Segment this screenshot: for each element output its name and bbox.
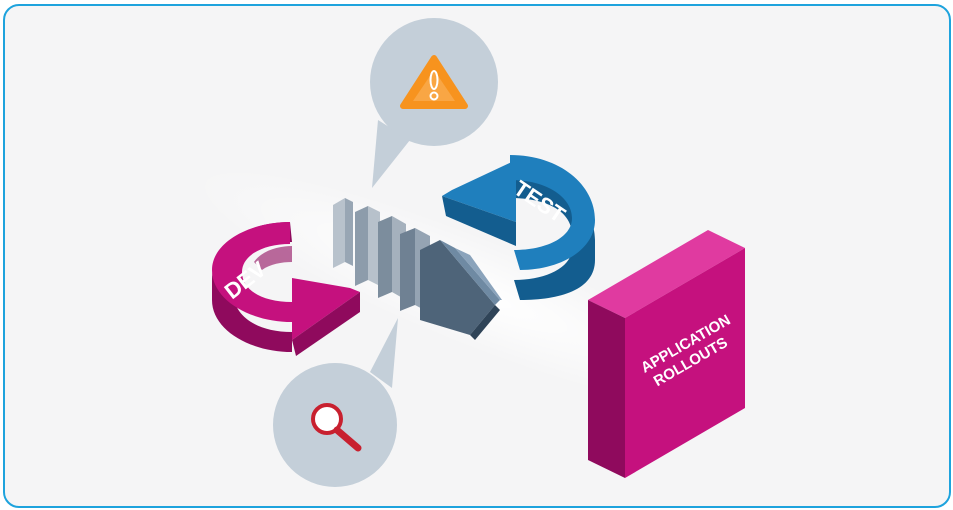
rollouts-box: APPLICATION ROLLOUTS bbox=[588, 230, 745, 478]
warning-icon bbox=[400, 55, 468, 109]
search-bubble bbox=[273, 318, 398, 487]
test-arrow: TEST bbox=[442, 155, 595, 300]
warning-bubble bbox=[370, 18, 498, 188]
pipeline-steps bbox=[333, 198, 502, 340]
magnifier-icon bbox=[311, 403, 362, 452]
